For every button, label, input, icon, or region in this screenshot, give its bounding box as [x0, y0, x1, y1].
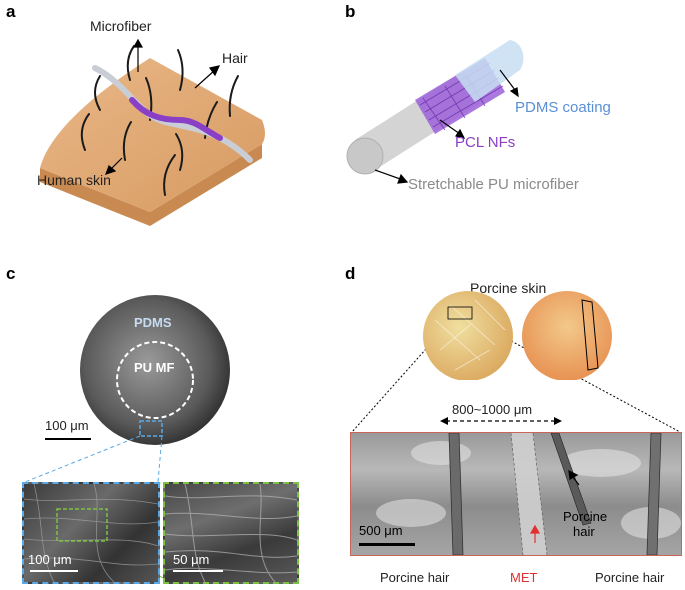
scale-label-inset1: 100 μm [28, 552, 72, 567]
skin-top [40, 58, 265, 212]
hair-outline [581, 299, 599, 371]
scale-label-main: 100 μm [45, 418, 89, 433]
label-pcl-nfs: PCL NFs [455, 134, 516, 151]
pu-end [346, 137, 384, 175]
label-pdms: PDMS [134, 315, 172, 330]
scale-bar-main [45, 438, 91, 440]
sem-inset-2: 50 μm [163, 482, 299, 584]
panel-a-arrows [104, 38, 221, 175]
sem-cross-section [80, 295, 230, 445]
microscope-image: 500 μm Porcine hair [350, 432, 682, 556]
pu-core-outline [116, 341, 194, 419]
sem-inset-1: 100 μm [22, 482, 160, 584]
label-pu-mf: PU MF [134, 360, 175, 375]
label-porcine-hair-right: Porcine hair [595, 570, 665, 585]
label-met: MET [510, 570, 538, 585]
scale-bar-d [359, 543, 415, 546]
microfiber-coated [129, 97, 223, 141]
label-spacing: 800~1000 μm [452, 402, 533, 417]
panel-label-a: a [6, 2, 16, 21]
fiber-structure-illustration [346, 40, 524, 184]
porcine-hair-right [646, 433, 662, 555]
label-porcine-hair-mid-1: Porcine [563, 509, 608, 524]
porcine-hair-left [448, 433, 464, 555]
spacing-arrow [440, 417, 562, 425]
label-microfiber: Microfiber [90, 18, 152, 34]
panel-label-c: c [6, 264, 16, 283]
label-hair: Hair [222, 50, 248, 66]
porcine-skin-photo-2 [522, 291, 612, 380]
label-porcine-hair-mid-2: hair [573, 524, 595, 539]
panel-label-d: d [345, 264, 356, 283]
scale-label-inset2: 50 μm [173, 552, 210, 567]
met-fiber [511, 433, 547, 555]
zoom-region-box [447, 306, 473, 320]
label-porcine-hair-left: Porcine hair [380, 570, 450, 585]
scale-bar-inset1 [30, 570, 78, 572]
skin-illustration [40, 38, 265, 226]
label-pu-microfiber: Stretchable PU microfiber [408, 176, 579, 193]
scale-label-d: 500 μm [359, 523, 403, 538]
porcine-skin-photos [423, 291, 612, 380]
porcine-skin-photo-1 [423, 291, 513, 380]
hair-strands [80, 45, 239, 196]
inset1-region-box [139, 420, 163, 437]
label-pdms-coating: PDMS coating [515, 99, 611, 116]
label-human-skin: Human skin [37, 172, 111, 188]
fiber-cross-section [80, 295, 230, 445]
pdms-layer [455, 40, 524, 102]
scale-bar-inset2 [173, 570, 223, 572]
label-porcine-skin: Porcine skin [470, 280, 547, 296]
panel-label-b: b [345, 2, 356, 21]
